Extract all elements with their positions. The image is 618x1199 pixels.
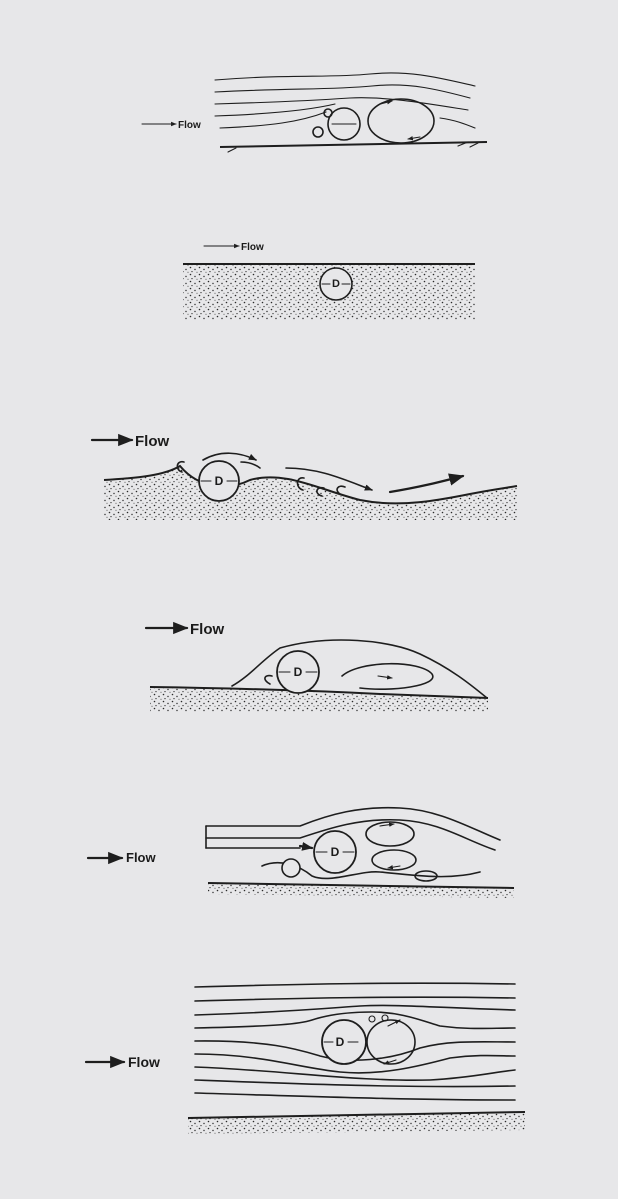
particle-label: D: [332, 278, 340, 290]
particles: [313, 99, 434, 143]
bed-line: [220, 142, 487, 152]
flow-label: Flow: [241, 242, 264, 253]
particle-label: D: [331, 845, 340, 859]
panel-4: Flow D: [146, 621, 488, 712]
small-particle: [313, 127, 323, 137]
particle-label: D: [294, 665, 303, 679]
panel-2: Flow D: [183, 242, 475, 320]
flow-label: Flow: [190, 621, 224, 638]
streamlines: [215, 73, 475, 128]
panel-1: Flow: [142, 73, 487, 152]
panel-5: Flow D: [88, 808, 514, 898]
small-particle: [324, 109, 332, 117]
flow-label: Flow: [178, 120, 201, 131]
flow-label: Flow: [126, 850, 156, 865]
sand-bed: [104, 466, 517, 520]
particle-label: D: [336, 1035, 345, 1049]
eddies: [265, 676, 272, 684]
panel-6: Flow D: [86, 983, 525, 1134]
flow-label: Flow: [128, 1054, 160, 1070]
small-particle: [282, 859, 300, 877]
wake-eddy: [368, 99, 434, 143]
flow-label: Flow: [135, 433, 169, 450]
particle-label: D: [215, 474, 224, 488]
wake-eddy: [342, 664, 433, 689]
panel-3: Flow D: [92, 433, 517, 520]
